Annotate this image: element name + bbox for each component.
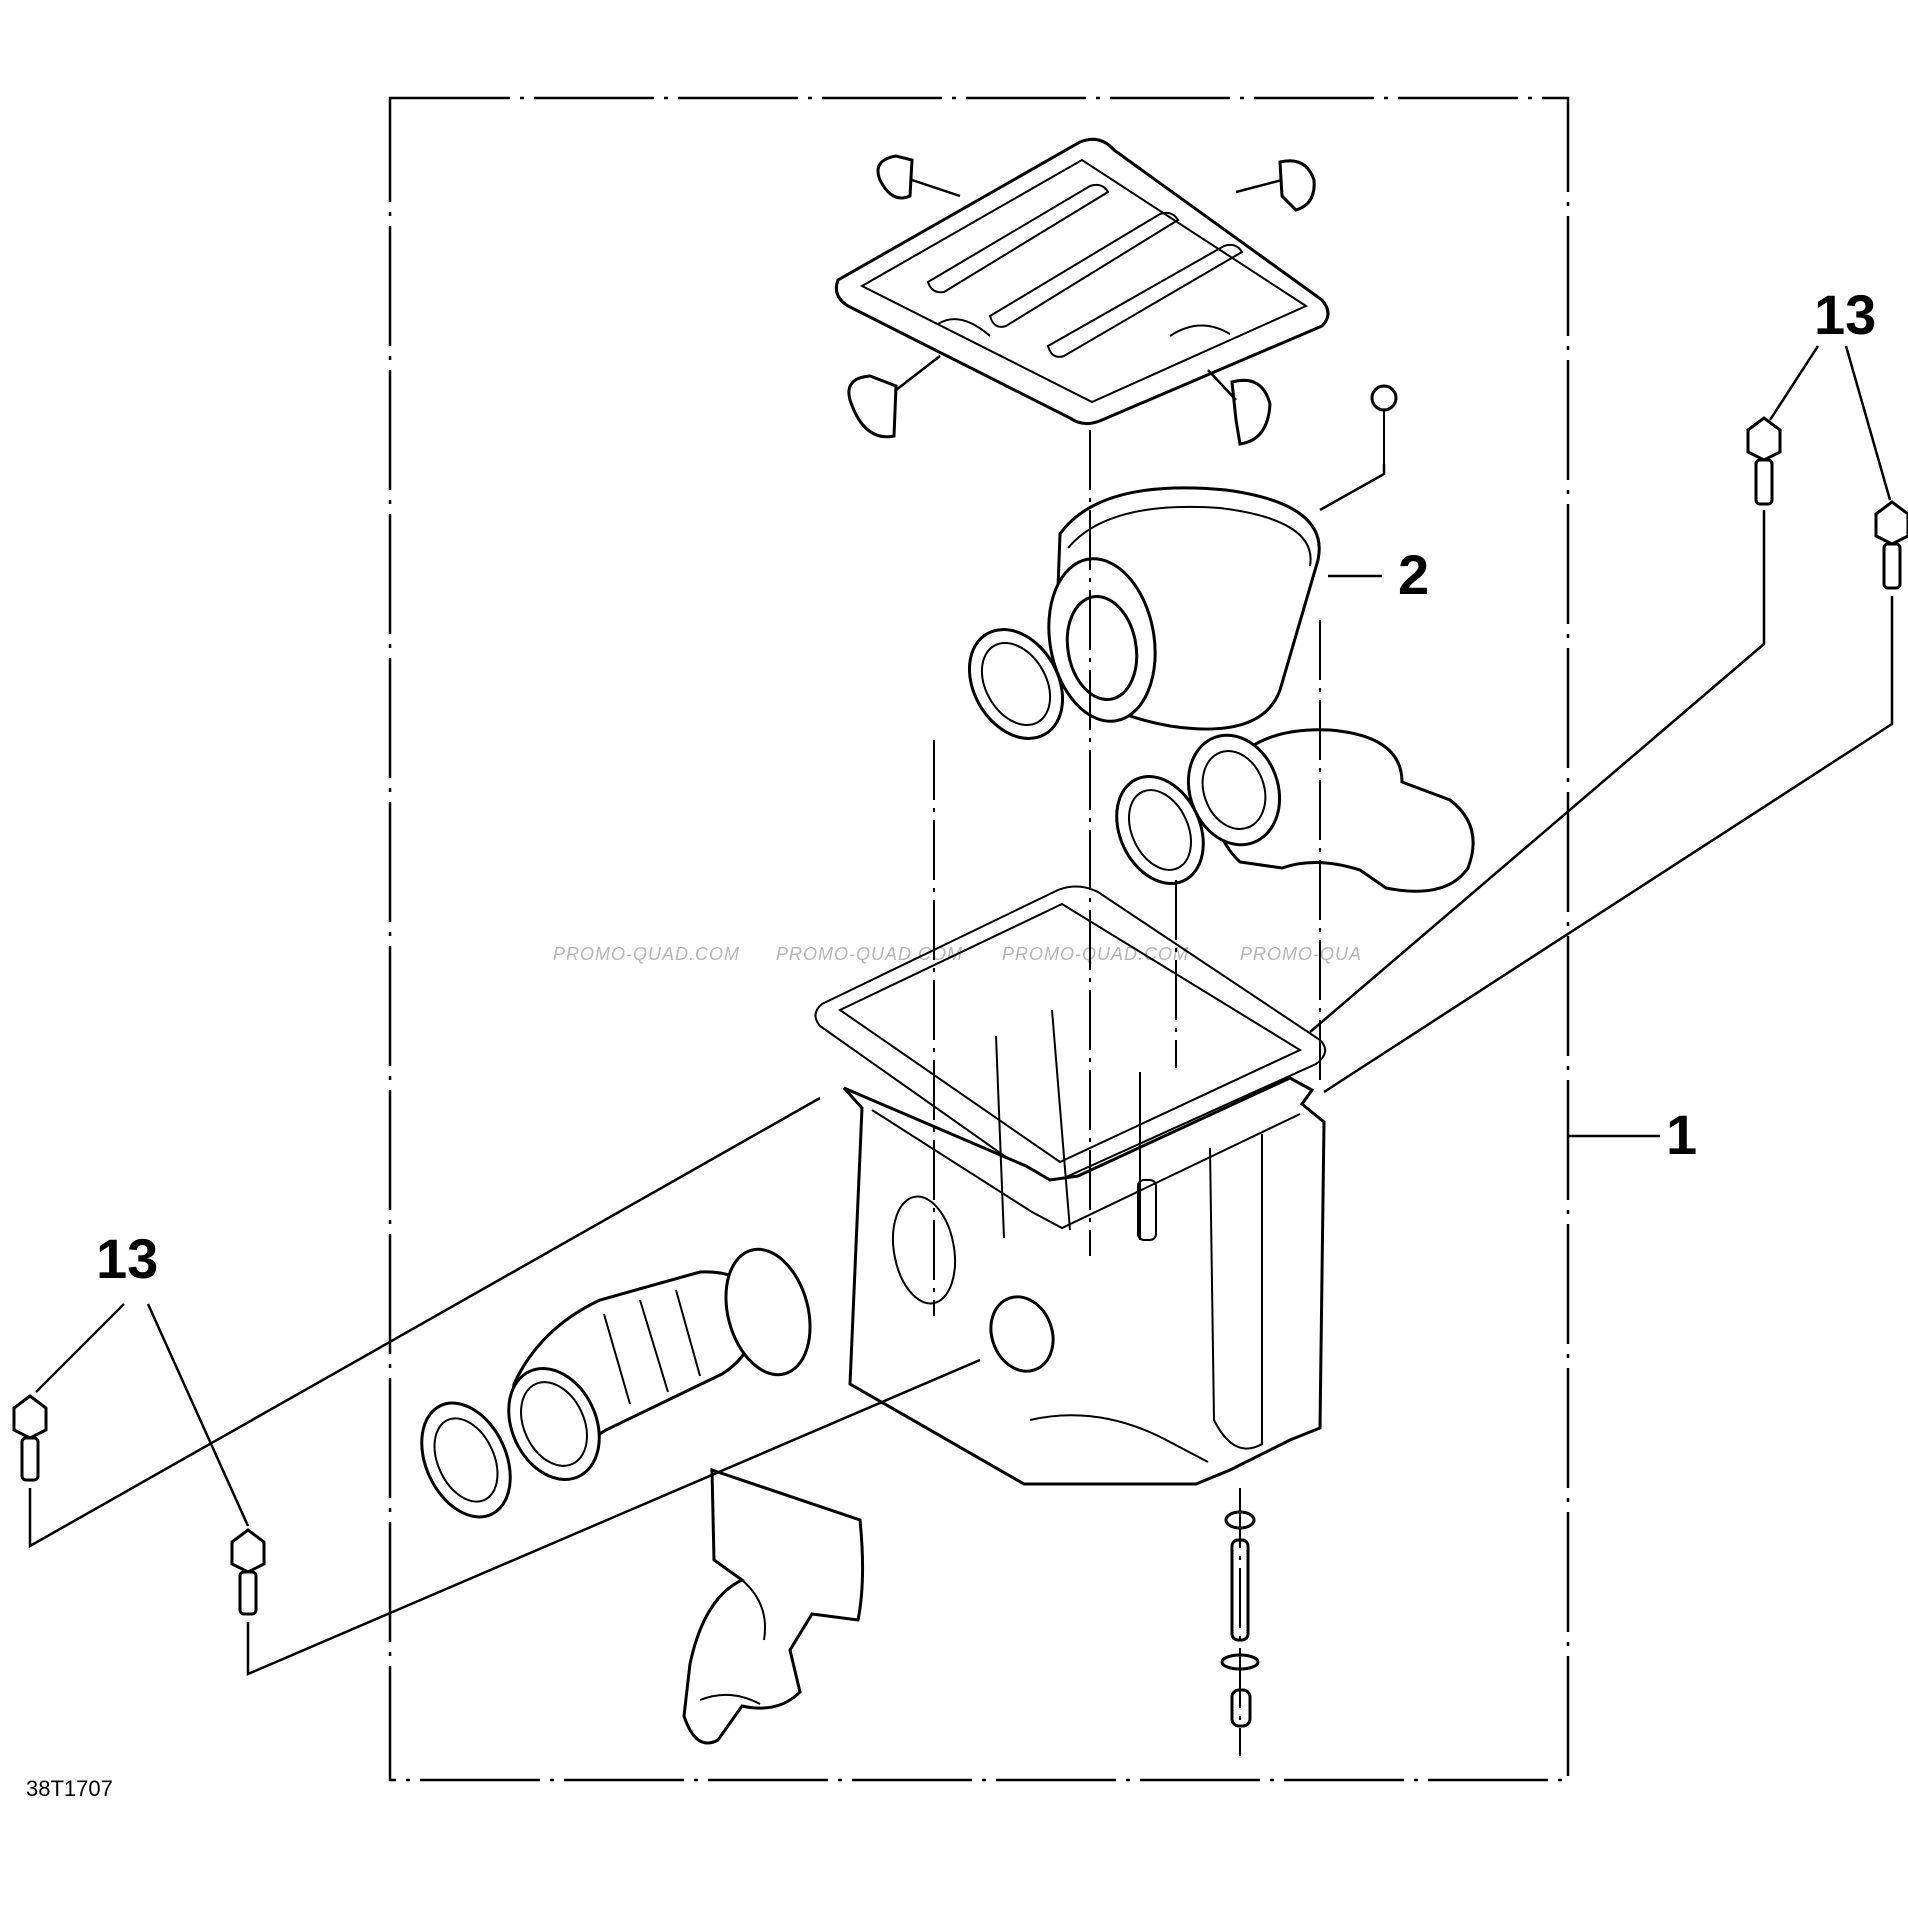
clip-leader-3	[895, 355, 941, 391]
clip-leader-4	[1207, 369, 1237, 401]
cover-clip-top-left	[876, 154, 914, 200]
watermark: PROMO-QUAD.COM PROMO-QUAD.COM PROMO-QUAD…	[553, 944, 1362, 964]
intake-duct-upper	[1186, 728, 1475, 893]
callout-assembly: 1	[1666, 1103, 1697, 1166]
callout-bolts-right: 13	[1814, 283, 1876, 346]
air-filter-element	[1047, 486, 1321, 731]
clip-leader-1	[911, 178, 961, 198]
cover-clip-bottom-right	[1230, 378, 1272, 446]
bolt-left-2	[230, 1528, 266, 1616]
filter-clamp	[967, 628, 1065, 740]
intake-clamp-lower	[420, 1401, 512, 1519]
callout-filter: 2	[1398, 543, 1429, 606]
bolt-left-1-axis	[28, 1096, 821, 1549]
watermark-text-1: PROMO-QUAD.COM	[553, 944, 740, 964]
airbox-cover	[834, 137, 1330, 425]
filter-screw-leader	[1319, 464, 1386, 512]
bolt-right-1-axis	[1309, 510, 1766, 1033]
bolt-right-2	[1874, 500, 1908, 590]
bolt-right-2-axis	[1323, 596, 1894, 1094]
filter-screw	[1370, 384, 1398, 464]
assembly-frame	[388, 96, 1570, 1782]
cover-clip-bottom-left	[847, 374, 898, 439]
bolt-right-1	[1746, 416, 1782, 506]
figure-code: 38T1707	[26, 1776, 113, 1801]
bolt-left-leader	[35, 1303, 250, 1527]
intake-boot-lower	[507, 1247, 812, 1481]
watermark-text-4: PROMO-QUA	[1240, 944, 1362, 964]
callout-bolts-left: 13	[96, 1227, 158, 1290]
airbox-housing	[842, 1009, 1326, 1486]
cover-clip-top-right	[1278, 159, 1316, 212]
airbox-gasket	[814, 885, 1327, 1182]
clip-leader-2	[1235, 178, 1283, 194]
bolt-left-2-axis	[246, 1358, 981, 1676]
elbow-duct	[682, 1467, 865, 1745]
watermark-text-3: PROMO-QUAD.COM	[1002, 944, 1189, 964]
intake-clamp-upper	[1115, 775, 1205, 885]
bolt-right-leader	[1768, 345, 1892, 501]
bolt-left-1	[12, 1394, 48, 1482]
